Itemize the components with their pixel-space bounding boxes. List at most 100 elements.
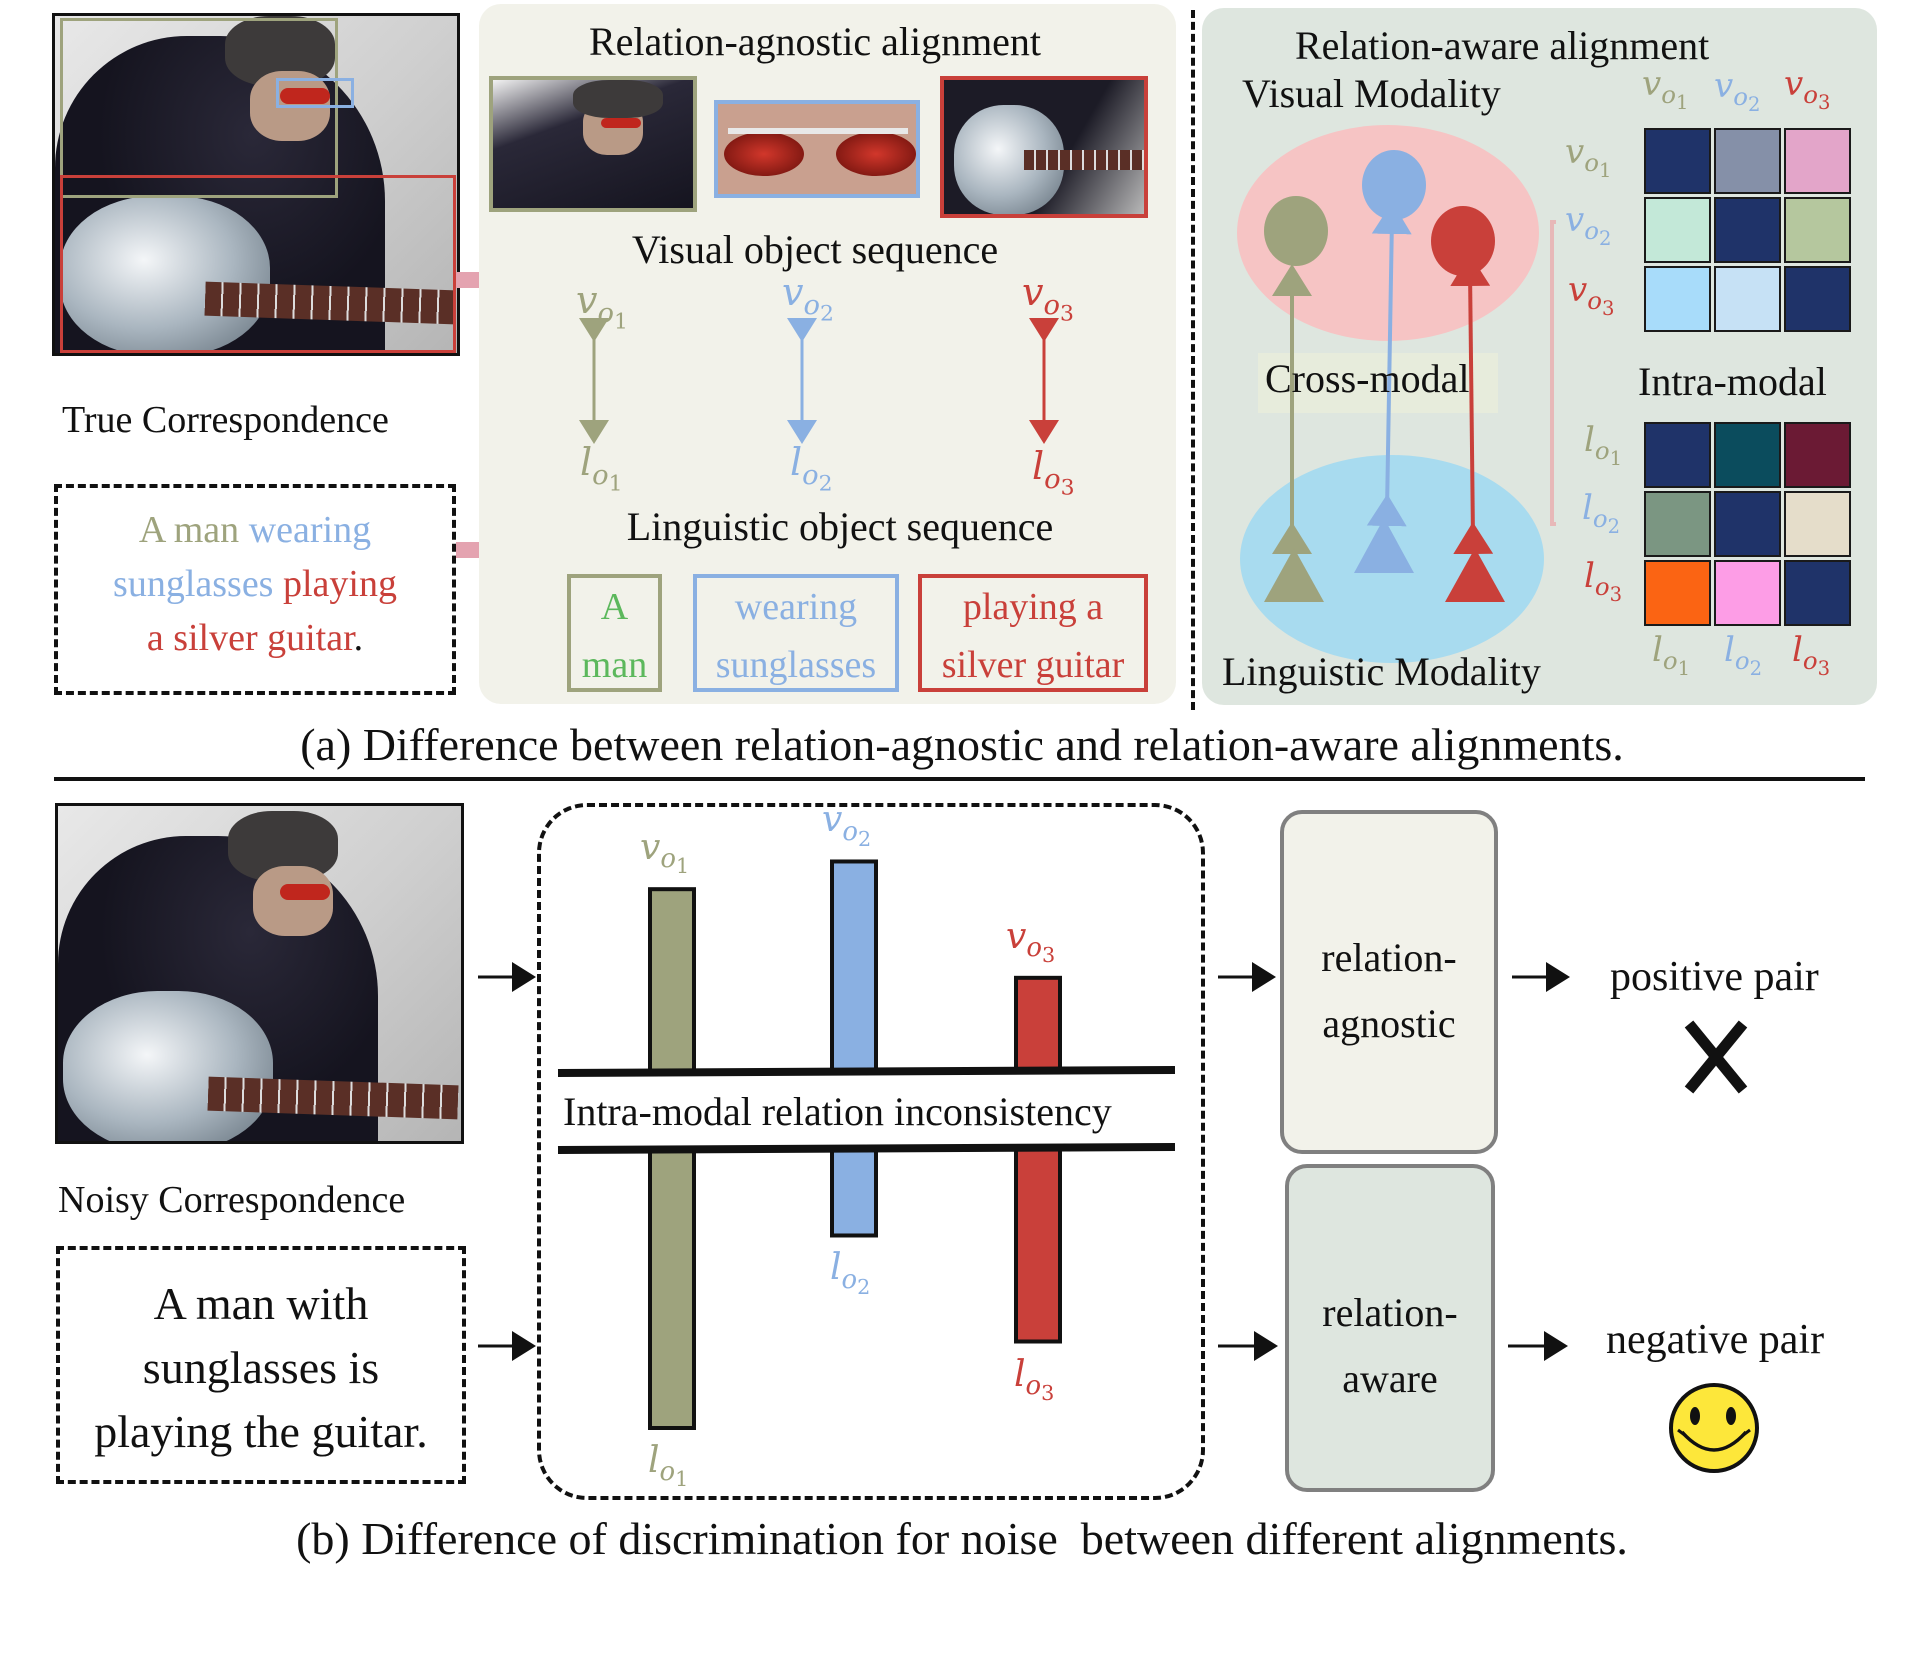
vm-row-label-3: vo3: [1568, 270, 1615, 320]
section-divider: [54, 777, 1865, 781]
agnostic-l-o1: lo1: [580, 440, 623, 497]
bar-label-v-o1: vo1: [640, 827, 690, 879]
agnostic-l-o3: lo3: [1032, 444, 1075, 501]
visual-matrix-cell-2-2: [1714, 197, 1781, 263]
caption-token-wearing: wearing: [248, 509, 372, 551]
lm-row-label-2: lo2: [1582, 488, 1621, 538]
phrase-box-a-man: A man: [567, 574, 662, 692]
cross-mark-icon: [1684, 1020, 1748, 1094]
relation-agnostic-box: [1280, 810, 1498, 1154]
visual-matrix-cell-3-3: [1784, 266, 1851, 332]
negative-pair-label: negative pair: [1606, 1317, 1825, 1363]
visual-matrix-cell-1-1: [1644, 128, 1711, 194]
noisy-caption-line-3: playing the guitar.: [94, 1406, 428, 1457]
lm-col-label-3: lo3: [1792, 630, 1831, 680]
visual-matrix-cell-1-2: [1714, 128, 1781, 194]
phrase-playing-line-2: silver guitar: [941, 644, 1125, 686]
true-correspondence-image: [52, 13, 460, 356]
bar-label-l-o2: lo2: [830, 1247, 871, 1299]
intra-modal-label: Intra-modal: [1638, 359, 1827, 404]
object-crop-man: [489, 76, 697, 212]
noisy-caption-text: A man with sunglasses is playing the gui…: [56, 1272, 466, 1464]
bar-label-l-o1: lo1: [648, 1440, 689, 1492]
linguistic-matrix-cell-2-2: [1714, 491, 1781, 557]
baseline-visual: [557, 1066, 1176, 1077]
lm-col-label-2: lo2: [1724, 630, 1763, 680]
vm-col-label-1: vo1: [1642, 64, 1689, 114]
cross-modal-label: Cross-modal: [1265, 356, 1470, 401]
bar-linguistic-o3: [1014, 1147, 1062, 1344]
bbox-sunglasses: [276, 78, 354, 108]
visual-node-o1: [1264, 196, 1328, 266]
phrase-playing-line-1: playing a: [962, 586, 1104, 628]
bar-label-l-o3: lo3: [1014, 1353, 1055, 1405]
phrase-wearing-line-2: sunglasses: [715, 644, 877, 686]
phrase-a-man-line-2: man: [581, 644, 648, 686]
phrase-a-man-line-1: A: [600, 586, 629, 628]
caption-token-sunglasses: sunglasses: [113, 563, 283, 605]
caption-token-period: .: [353, 617, 364, 659]
noisy-caption-line-1: A man with: [153, 1278, 369, 1329]
sunglasses-lens: [280, 88, 330, 104]
vm-col-label-3: vo3: [1784, 64, 1831, 114]
linguistic-matrix-cell-2-1: [1644, 491, 1711, 557]
relation-aware-title: Relation-aware alignment: [1295, 23, 1710, 68]
aware-box-line-2: aware: [1342, 1356, 1438, 1401]
intra-bracket: [1550, 220, 1556, 526]
noisy-caption-line-2: sunglasses is: [142, 1342, 380, 1393]
object-crop-guitar: [940, 76, 1148, 218]
inconsistency-container: [537, 803, 1205, 1500]
caption-token-silver-guitar: a silver guitar: [146, 617, 354, 659]
agnostic-v-o2: vo2: [782, 270, 834, 327]
bar-visual-o2: [830, 859, 878, 1075]
bar-linguistic-o1: [648, 1147, 696, 1430]
panel-divider-dashed: [1191, 10, 1195, 710]
linguistic-matrix-cell-2-3: [1784, 491, 1851, 557]
lm-row-label-1: lo1: [1584, 420, 1623, 470]
true-caption-line-3: a silver guitar.: [54, 616, 456, 660]
agnostic-v-o3: vo3: [1022, 270, 1074, 327]
true-caption-line-1: A man wearing: [54, 508, 456, 552]
true-correspondence-label: True Correspondence: [62, 399, 389, 441]
agnostic-l-o2: lo2: [790, 440, 833, 497]
visual-matrix-cell-3-2: [1714, 266, 1781, 332]
visual-node-o3: [1431, 206, 1495, 276]
linguistic-matrix-cell-3-1: [1644, 560, 1711, 626]
phrase-box-wearing-sunglasses: wearing sunglasses: [693, 574, 899, 692]
linguistic-node-o1: [1264, 548, 1324, 602]
crop-lens-right: [836, 132, 916, 176]
bar-label-v-o3: vo3: [1006, 915, 1056, 968]
inconsistency-label: Intra-modal relation inconsistency: [563, 1089, 1112, 1134]
agnostic-box-line-1: relation-: [1321, 935, 1457, 980]
cross-modal-diagram: [1237, 125, 1556, 663]
noisy-correspondence-image: [55, 803, 464, 1144]
relation-agnostic-title: Relation-agnostic alignment: [588, 19, 1042, 64]
baseline-linguistic: [557, 1143, 1176, 1154]
smiley-face-icon: [1669, 1383, 1759, 1473]
linguistic-matrix-cell-3-2: [1714, 560, 1781, 626]
cross-arrow-o3: [1450, 254, 1494, 555]
bar-visual-o1: [648, 887, 696, 1075]
lm-row-label-3: lo3: [1584, 556, 1623, 606]
positive-pair-label: positive pair: [1610, 954, 1819, 1000]
linguistic-matrix-cell-1-3: [1784, 422, 1851, 488]
phrase-box-playing-guitar: playing a silver guitar: [918, 574, 1148, 692]
bar-linguistic-o2: [830, 1147, 878, 1238]
noisy-caption-box: [56, 1246, 466, 1484]
true-caption-line-2: sunglasses playing: [54, 562, 456, 606]
lm-col-label-1: lo1: [1652, 630, 1691, 680]
vm-row-label-2: vo2: [1565, 200, 1612, 250]
phrase-wearing-line-1: wearing: [734, 586, 858, 628]
visual-object-sequence-label: Visual object sequence: [631, 227, 999, 272]
relation-aware-box: [1285, 1164, 1495, 1492]
visual-matrix-cell-2-1: [1644, 197, 1711, 263]
noisy-sunglasses: [280, 884, 330, 900]
true-caption-box: [54, 484, 456, 695]
caption-token-playing: playing: [282, 563, 397, 605]
linguistic-matrix-cell-1-1: [1644, 422, 1711, 488]
object-crop-sunglasses: [714, 100, 920, 198]
vm-col-label-2: vo2: [1714, 66, 1761, 116]
agnostic-double-arrows: [579, 318, 1059, 444]
figure-caption-b: (b) Difference of discrimination for noi…: [296, 1513, 1628, 1564]
